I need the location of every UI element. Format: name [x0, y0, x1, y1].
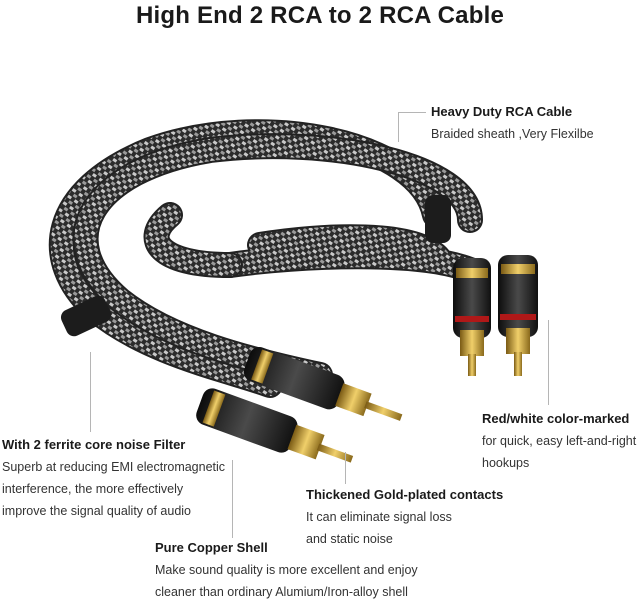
rca-plug-right-2 [498, 255, 538, 376]
feature-desc: cleaner than ordinary Alumium/Iron-alloy… [155, 585, 408, 599]
page-title: High End 2 RCA to 2 RCA Cable [135, 2, 505, 29]
rca-plug-right-1 [453, 258, 491, 376]
feature-color-marked: Red/white color-marked for quick, easy l… [482, 408, 636, 474]
feature-heading: Heavy Duty RCA Cable [431, 104, 573, 119]
ferrite-core [60, 295, 112, 337]
feature-desc: Braided sheath ,Very Flexilbe [431, 127, 594, 141]
leader-line-copper-shell [232, 460, 233, 538]
leader-line-color-marked [548, 320, 549, 405]
feature-heading: Pure Copper Shell [155, 540, 268, 555]
leader-line-heavy-duty [398, 112, 426, 113]
rca-plug-left-1 [243, 346, 403, 421]
feature-heading: With 2 ferrite core noise Filter [2, 437, 186, 452]
feature-desc: and static noise [306, 532, 393, 546]
braided-cable [48, 119, 483, 398]
feature-copper-shell: Pure Copper Shell Make sound quality is … [155, 537, 418, 603]
feature-desc: It can eliminate signal loss [306, 510, 452, 524]
feature-desc: Superb at reducing EMI electromagnetic [2, 460, 226, 474]
leader-line-heavy-duty-v [398, 112, 399, 142]
feature-desc: improve the signal quality of audio [2, 504, 192, 518]
feature-desc: hookups [482, 456, 530, 470]
feature-heading: Red/white color-marked [482, 411, 630, 426]
feature-ferrite: With 2 ferrite core noise Filter Superb … [2, 434, 225, 522]
feature-desc: Make sound quality is more excellent and… [155, 563, 418, 577]
feature-heavy-duty: Heavy Duty RCA Cable Braided sheath ,Ver… [431, 101, 594, 145]
ferrite-core [425, 195, 451, 243]
rca-plug-left-2 [196, 388, 354, 463]
leader-line-gold-contacts [345, 452, 346, 484]
feature-gold-contacts: Thickened Gold-plated contacts It can el… [306, 484, 503, 550]
feature-desc: interference, the more effectively [2, 482, 184, 496]
feature-desc: for quick, easy left-and-right [482, 434, 637, 448]
feature-heading: Thickened Gold-plated contacts [306, 487, 504, 502]
leader-line-ferrite [90, 352, 91, 432]
